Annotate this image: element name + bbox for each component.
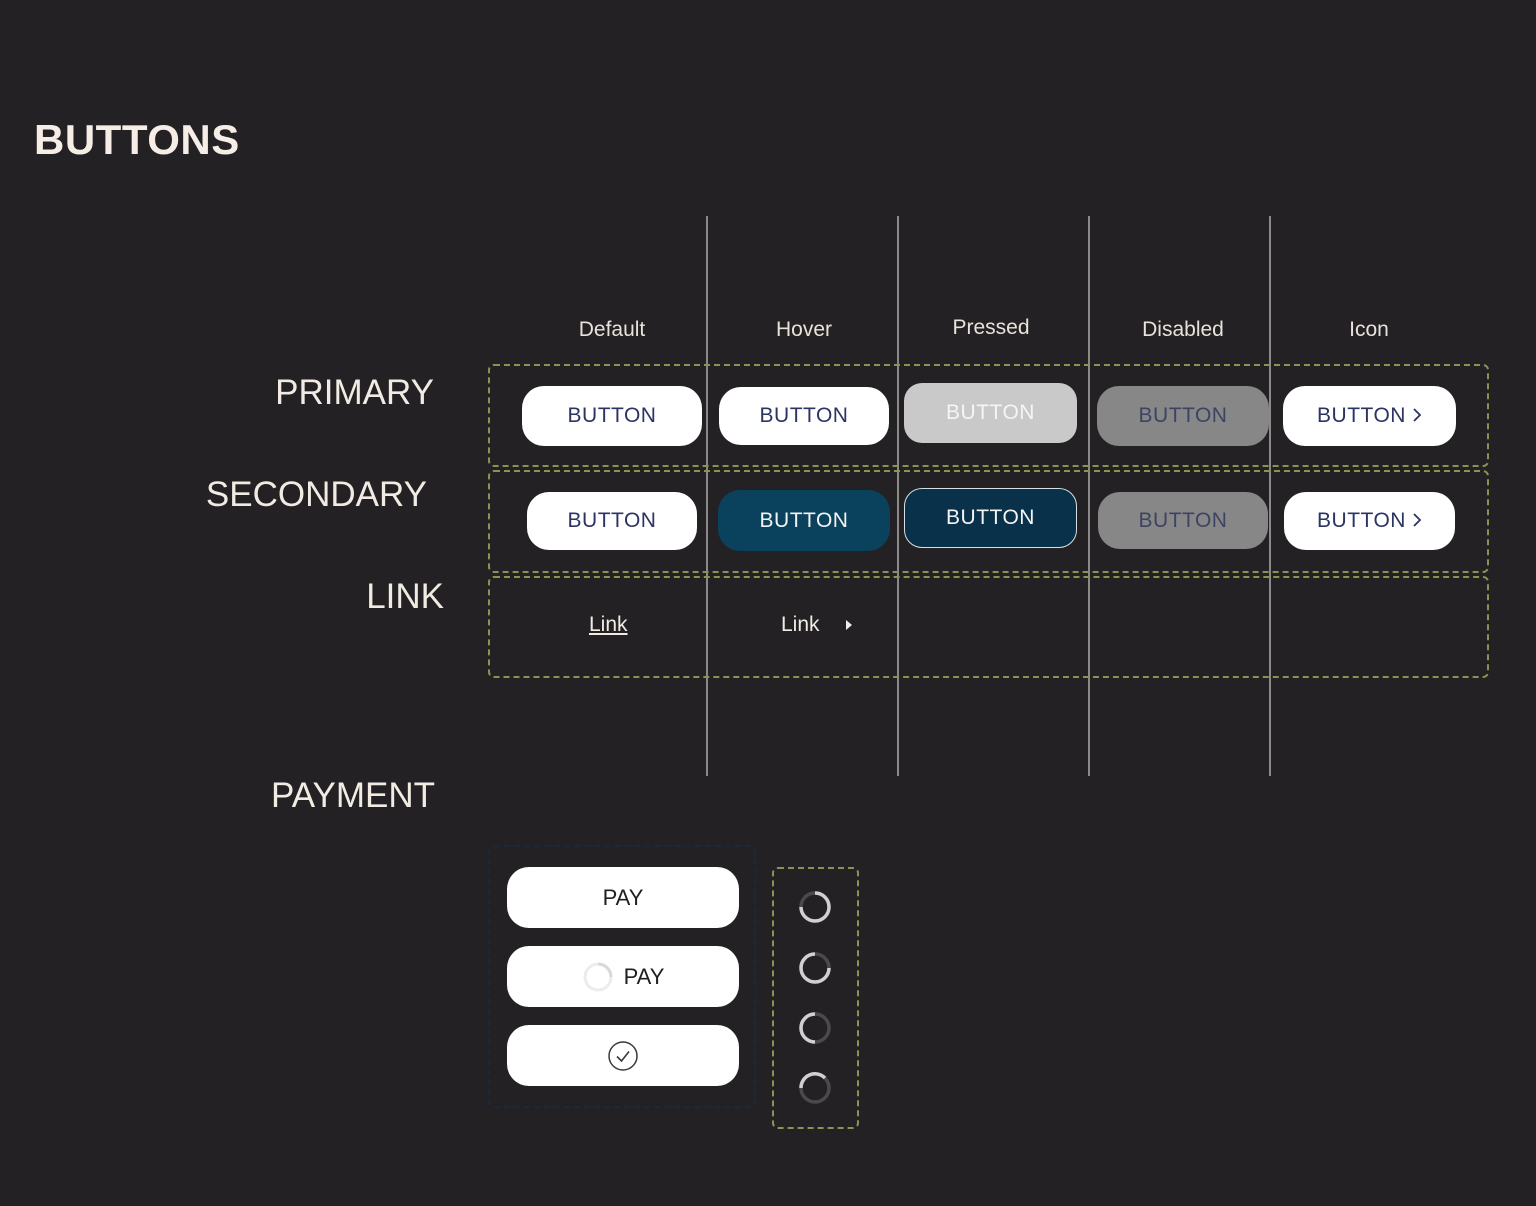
primary-button-pressed[interactable]: BUTTON bbox=[904, 383, 1077, 443]
primary-button-hover[interactable]: BUTTON bbox=[719, 387, 889, 445]
secondary-button-icon[interactable]: BUTTON bbox=[1284, 492, 1455, 550]
secondary-button-disabled: BUTTON bbox=[1098, 492, 1268, 549]
link-group bbox=[488, 576, 1489, 678]
primary-button-default[interactable]: BUTTON bbox=[522, 386, 702, 446]
spinner-icon bbox=[797, 889, 833, 930]
row-label-secondary: SECONDARY bbox=[205, 475, 427, 514]
spinner-icon bbox=[797, 1070, 833, 1111]
spinner-frames-group bbox=[772, 867, 859, 1129]
link-hover[interactable]: Link bbox=[781, 613, 852, 637]
spinner-icon bbox=[582, 961, 614, 993]
secondary-button-pressed[interactable]: BUTTON bbox=[904, 488, 1077, 548]
chevron-right-icon bbox=[1412, 508, 1422, 534]
column-header-disabled: Disabled bbox=[1142, 318, 1224, 341]
secondary-button-icon-label: BUTTON bbox=[1317, 509, 1406, 532]
primary-button-icon-label: BUTTON bbox=[1317, 404, 1406, 427]
column-header-hover: Hover bbox=[775, 318, 833, 341]
spinner-icon bbox=[797, 950, 833, 991]
row-label-payment: PAYMENT bbox=[271, 776, 435, 815]
column-header-icon: Icon bbox=[1349, 318, 1389, 341]
primary-group bbox=[488, 364, 1489, 467]
column-header-pressed: Pressed bbox=[952, 316, 1030, 339]
pay-button-loading-label: PAY bbox=[623, 963, 665, 989]
secondary-group bbox=[488, 470, 1489, 573]
column-divider bbox=[1269, 216, 1271, 776]
column-divider bbox=[706, 216, 708, 776]
column-divider bbox=[897, 216, 899, 776]
primary-button-disabled: BUTTON bbox=[1097, 386, 1269, 446]
pay-button-loading[interactable]: PAY bbox=[507, 946, 739, 1007]
link-hover-label: Link bbox=[781, 613, 820, 636]
spinner-icon bbox=[797, 1010, 833, 1051]
secondary-button-hover[interactable]: BUTTON bbox=[718, 490, 890, 551]
caret-right-icon bbox=[845, 620, 852, 630]
payment-group bbox=[488, 845, 756, 1108]
column-header-default: Default bbox=[578, 318, 646, 341]
pay-button-default[interactable]: PAY bbox=[507, 867, 739, 928]
pay-button-success[interactable] bbox=[507, 1025, 739, 1086]
primary-button-icon[interactable]: BUTTON bbox=[1283, 386, 1456, 446]
secondary-button-default[interactable]: BUTTON bbox=[527, 492, 697, 550]
row-label-link: LINK bbox=[366, 577, 444, 616]
row-label-primary: PRIMARY bbox=[275, 373, 434, 412]
check-circle-icon bbox=[607, 1040, 639, 1072]
chevron-right-icon bbox=[1412, 403, 1422, 429]
column-divider bbox=[1088, 216, 1090, 776]
page-title: BUTTONS bbox=[34, 116, 240, 163]
link-default[interactable]: Link bbox=[589, 613, 628, 636]
